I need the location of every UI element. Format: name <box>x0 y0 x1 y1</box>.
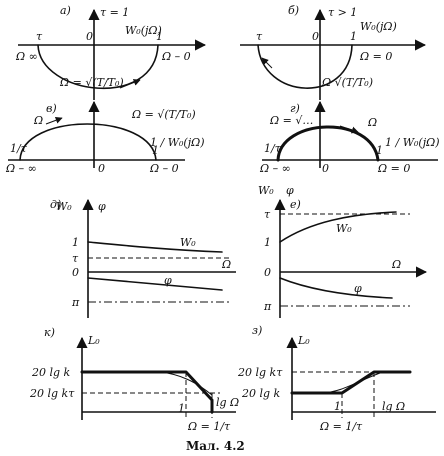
panel-d-curve-w-label: W₀ <box>180 236 196 249</box>
panel-e-x-label: Ω <box>391 258 401 271</box>
panel-a-fn-label: W₀(jΩ) <box>125 24 162 37</box>
panel-v-inv-fn: 1 / W₀(jΩ) <box>150 136 205 149</box>
panel-b-omega-zero: Ω = 0 <box>359 50 392 63</box>
panel-v-omega-zero: Ω – 0 <box>149 162 179 175</box>
panel-z-lower-label: 20 lg k <box>241 387 281 400</box>
panel-d-tick-1: 1 <box>72 236 79 249</box>
panel-a-hodograph <box>37 44 159 89</box>
panel-a-omega-inf: Ω ∞ <box>15 50 38 63</box>
panel-e-tick-tau: τ <box>264 208 271 221</box>
panel-e-tick-1: 1 <box>264 236 271 249</box>
panel-g: г) Ω = √… Ω 1 / W₀(jΩ) 1/τ 0 1 Ω – ∞ Ω =… <box>259 100 440 175</box>
panel-d-letter: д) <box>50 198 61 211</box>
panel-d-tick-pi: π <box>71 296 80 309</box>
panel-b-direction-arrow <box>261 57 273 69</box>
panel-a-letter: а) <box>60 4 71 17</box>
panel-e-curve-phi <box>279 277 393 299</box>
panel-a-one: 1 <box>156 30 163 43</box>
panel-v-omega-inf: Ω – ∞ <box>5 162 37 175</box>
panel-e-y-w: W₀ <box>258 184 274 197</box>
panel-b-letter: б) <box>288 4 299 17</box>
panel-g-left-tick: 1/τ <box>264 142 282 155</box>
panel-a-direction-arrow <box>119 79 141 89</box>
panel-z-upper-label: 20 lg kτ <box>237 366 283 379</box>
panel-z-asymptotic-lac <box>290 370 412 395</box>
panel-b: б) τ > 1 W₀(jΩ) τ 0 1 Ω = 0 Ω √(T/T₀) <box>240 4 427 100</box>
panel-z-one: 1 <box>334 400 341 413</box>
panel-v-zero: 0 <box>98 162 105 175</box>
panel-b-zero: 0 <box>312 30 319 43</box>
panel-d-y-phi: φ <box>98 200 106 213</box>
panel-k: к) 20 lg k 20 lg kτ L₀ 1 lg Ω Ω = 1/τ <box>29 326 239 433</box>
panel-d-tick-0: 0 <box>72 266 79 279</box>
panel-g-omega-inf: Ω – ∞ <box>259 162 291 175</box>
panel-d-curve-w <box>87 241 223 253</box>
panel-v-letter: в) <box>46 102 57 115</box>
panel-a-zero: 0 <box>86 30 93 43</box>
panel-k-letter: к) <box>44 326 55 339</box>
panel-g-omega-top: Ω = √… <box>269 114 313 127</box>
panel-e: е) W₀ φ τ 1 0 π W₀ φ Ω <box>258 184 428 318</box>
panel-g-letter: г) <box>290 102 300 115</box>
panel-e-tick-0: 0 <box>264 266 271 279</box>
panel-b-omega-sqrt: Ω √(T/T₀) <box>321 76 373 89</box>
panel-e-curve-w-label: W₀ <box>336 222 352 235</box>
panel-g-omega-zero: Ω = 0 <box>377 162 410 175</box>
panel-g-omega-right: Ω <box>367 116 377 129</box>
panel-g-zero: 0 <box>322 162 329 175</box>
panel-a-tau-label: τ = 1 <box>100 6 129 19</box>
panel-v-left-tick: 1/τ <box>10 142 28 155</box>
panel-k-bottom: Ω = 1/τ <box>187 420 231 433</box>
panel-g-hodograph <box>276 125 380 162</box>
panel-e-letter: е) <box>290 198 301 211</box>
panel-b-tau-label: τ > 1 <box>328 6 357 19</box>
panel-d-tick-tau: τ <box>72 252 79 265</box>
panel-a-left-tick: τ <box>36 30 43 43</box>
panel-k-y-label: L₀ <box>87 334 100 347</box>
panel-v-omega-top-left: Ω <box>33 114 43 127</box>
panel-b-one: 1 <box>350 30 357 43</box>
panel-d: д) W₀ φ 1 τ 0 π W₀ φ Ω <box>50 198 236 318</box>
panel-v-one: 1 <box>152 144 159 157</box>
panel-a-omega-sqrt: Ω = √(T/T₀) <box>59 76 124 89</box>
figure-caption: Мал. 4.2 <box>186 439 245 453</box>
panel-g-one: 1 <box>376 144 383 157</box>
panel-v-omega-sqrt: Ω = √(T/T₀) <box>131 108 196 121</box>
panel-g-inv-fn: 1 / W₀(jΩ) <box>385 136 440 149</box>
panel-d-x-label: Ω <box>221 258 231 271</box>
panel-z-letter: з) <box>252 324 262 337</box>
panel-z-bottom: Ω = 1/τ <box>319 420 363 433</box>
panel-v-hodograph <box>19 123 157 161</box>
panel-e-tick-pi: π <box>263 300 272 313</box>
panel-v: в) Ω Ω = √(T/T₀) 1 / W₀(jΩ) 1/τ 0 1 Ω – … <box>5 100 205 175</box>
panel-d-y-w: W₀ <box>56 200 72 213</box>
panel-z: з) 20 lg kτ 20 lg k L₀ 1 lg Ω Ω = 1/τ <box>237 324 436 433</box>
panel-a-omega-zero: Ω – 0 <box>161 50 191 63</box>
panel-k-upper-label: 20 lg k <box>31 366 71 379</box>
panel-e-y-phi: φ <box>286 184 294 197</box>
panel-b-left-tick: τ <box>256 30 263 43</box>
panel-z-exact-lac <box>321 372 381 394</box>
panel-z-x-label: lg Ω <box>382 400 405 413</box>
panel-k-exact-lac <box>159 371 213 396</box>
panel-d-curve-phi-label: φ <box>164 274 172 287</box>
panel-k-one: 1 <box>178 402 185 415</box>
panel-k-x-label: lg Ω <box>216 396 239 409</box>
panel-v-direction-arrow <box>45 116 63 125</box>
panel-z-y-label: L₀ <box>297 334 310 347</box>
panel-b-fn-label: W₀(jΩ) <box>360 20 397 33</box>
panel-g-direction-arrow <box>339 125 359 134</box>
panel-e-curve-phi-label: φ <box>354 282 362 295</box>
panel-a: а) τ = 1 W₀(jΩ) τ 0 1 Ω ∞ Ω – 0 Ω = √(T/… <box>15 4 207 100</box>
panel-k-lower-label: 20 lg kτ <box>29 387 75 400</box>
panel-e-curve-w <box>279 211 397 243</box>
panel-k-asymptotic-lac <box>80 370 214 414</box>
panel-d-curve-phi <box>87 277 223 291</box>
